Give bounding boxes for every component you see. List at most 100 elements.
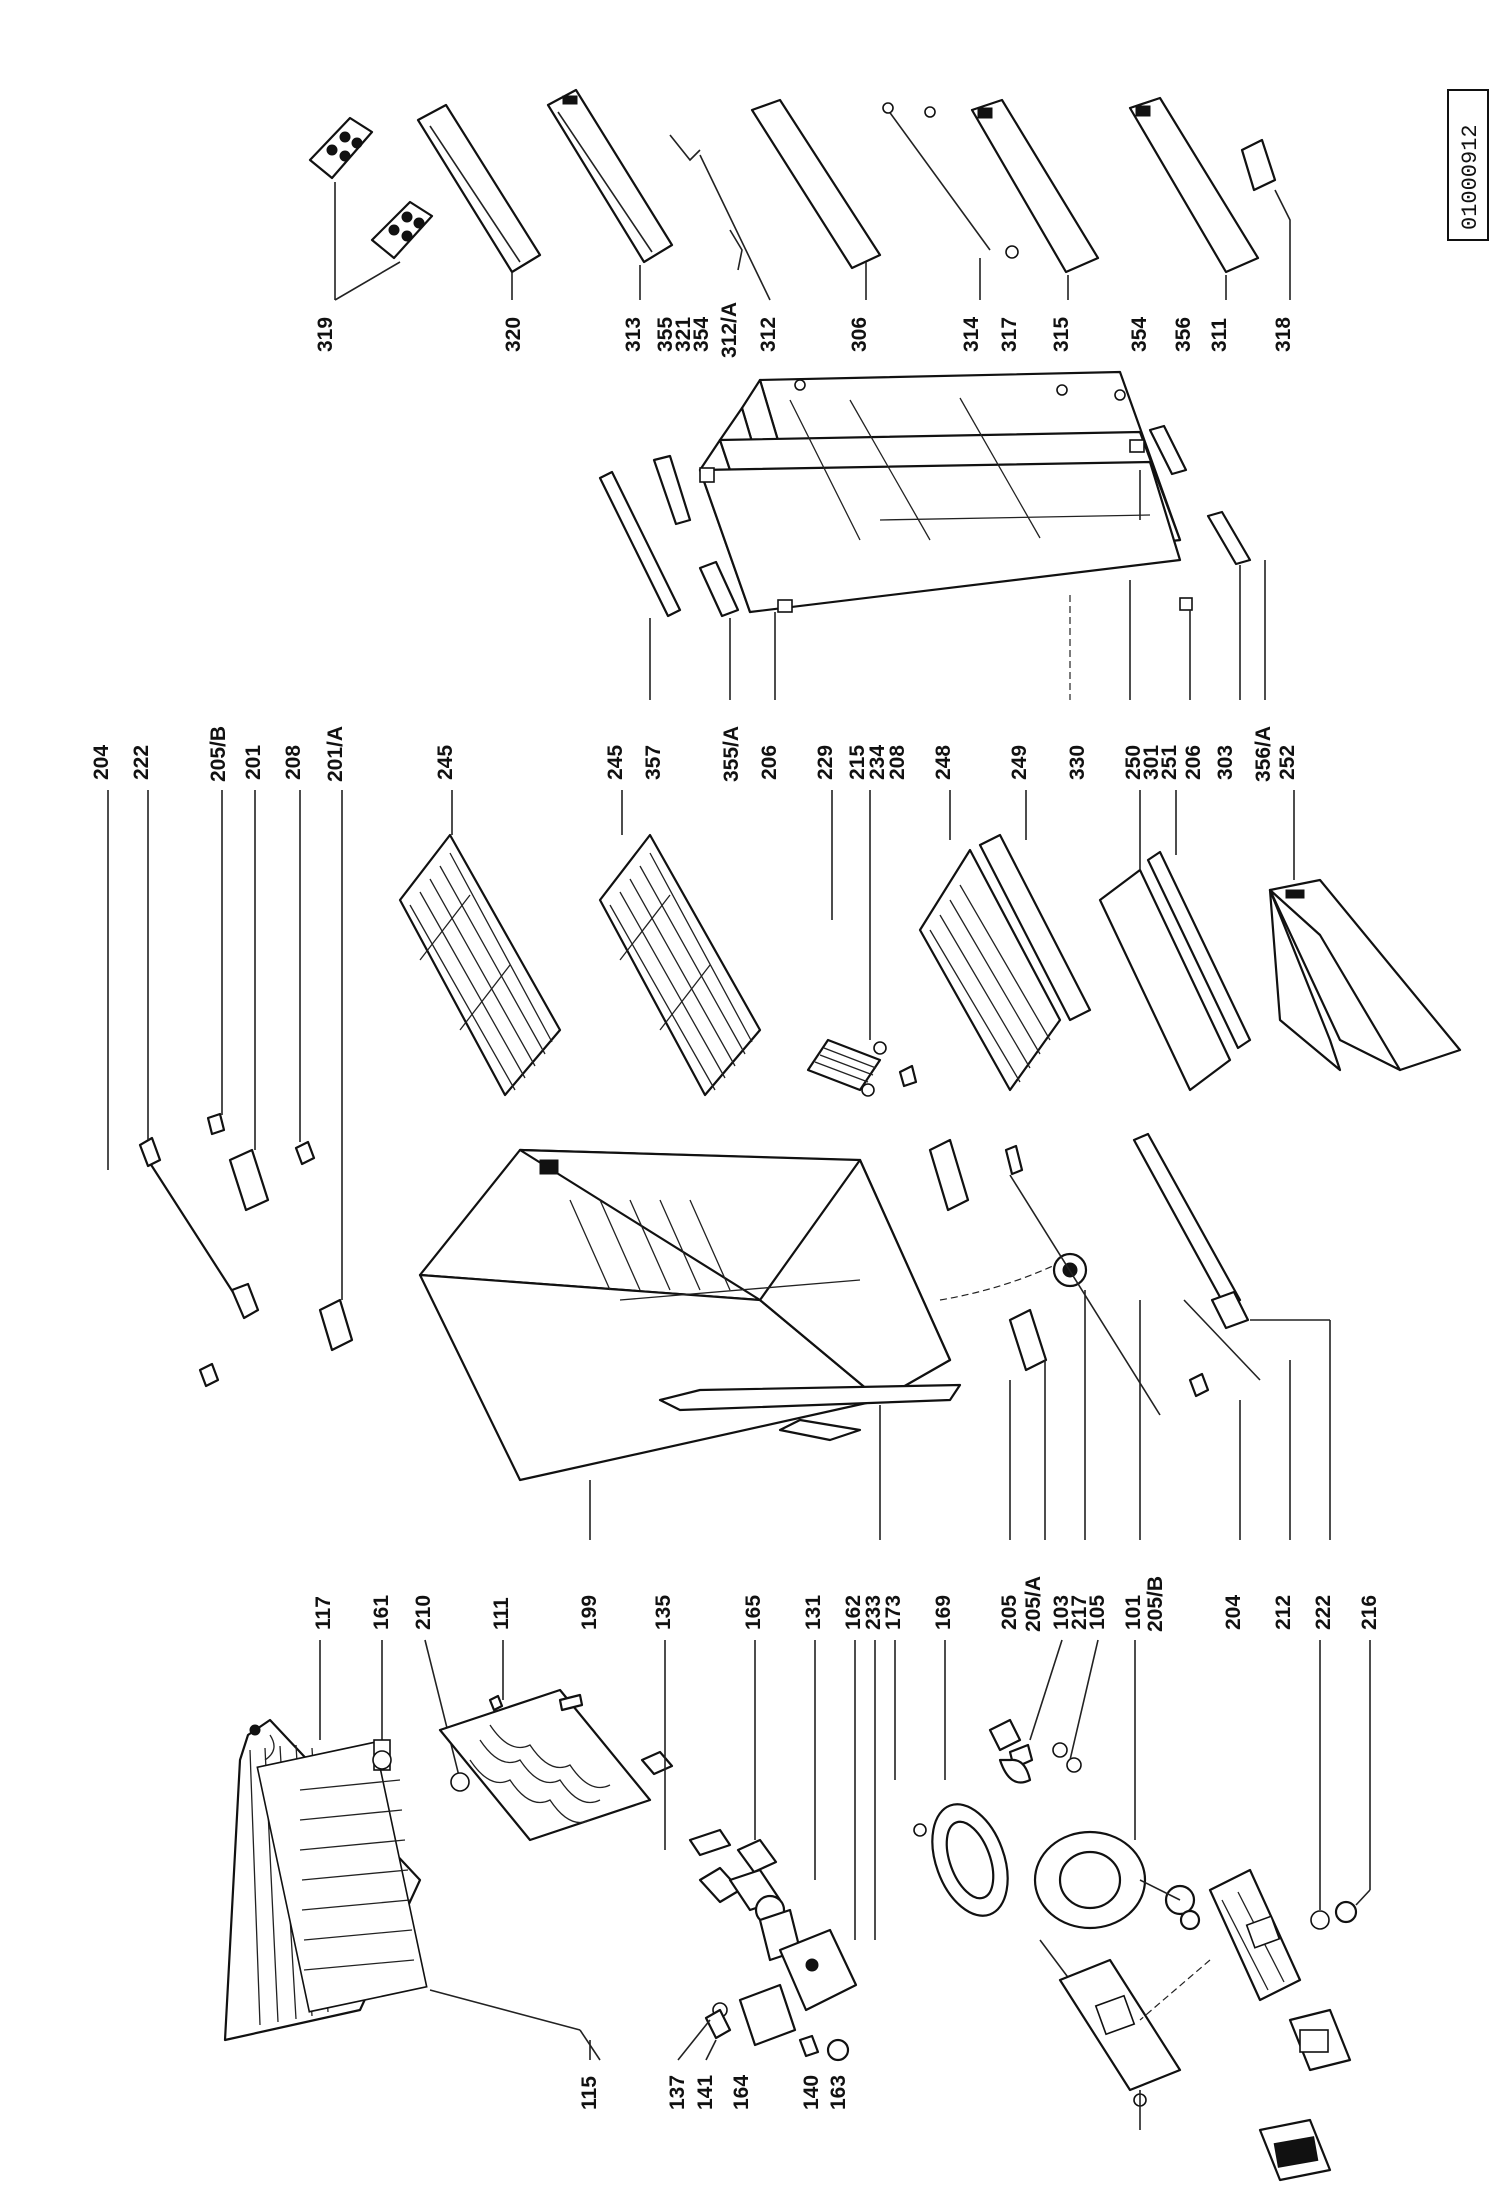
- label-355A: 355/A: [720, 726, 743, 782]
- label-204-top: 204: [90, 745, 113, 780]
- label-245-b: 245: [604, 745, 627, 780]
- label-312: 312: [757, 317, 780, 352]
- label-250: 250: [1122, 745, 1145, 780]
- compressor-101: [1033, 1640, 1201, 1981]
- label-169: 169: [932, 1595, 955, 1630]
- label-303: 303: [1214, 745, 1237, 780]
- label-101: 101: [1122, 1595, 1145, 1630]
- label-140: 140: [800, 2075, 823, 2110]
- defrost-tray-169-173: [894, 1640, 1009, 1917]
- mounting-kit-103-105: [988, 1639, 1099, 1784]
- label-354-top: 354: [690, 317, 713, 352]
- relay-box-135-165: [664, 1640, 782, 1912]
- label-216: 216: [1358, 1595, 1381, 1630]
- label-141: 141: [694, 2075, 717, 2110]
- wire-shelf-248: [918, 790, 1092, 1092]
- egg-tray-319: [308, 116, 434, 301]
- top-trim-222: [107, 790, 260, 1388]
- ventilation-grille: [1258, 2008, 1352, 2182]
- label-357: 357: [642, 745, 665, 780]
- top-row-labels: 319 320 313 355 321 354 312/A 312 306 31…: [314, 302, 1295, 358]
- label-217: 217: [1068, 1595, 1091, 1630]
- label-248: 248: [932, 745, 955, 780]
- bottom-left-labels: 115 137 141 164 140 163: [578, 2075, 850, 2110]
- label-215: 215: [846, 745, 869, 780]
- lower-row-labels: 117 161 210 111 199 135 165 131 162 233 …: [312, 1576, 1381, 1632]
- label-355: 355: [654, 317, 677, 352]
- label-354-right: 354: [1128, 317, 1151, 352]
- label-162: 162: [842, 1595, 865, 1630]
- rod-314: [882, 102, 1019, 300]
- label-245-a: 245: [434, 745, 457, 780]
- label-111: 111: [490, 1597, 513, 1630]
- label-330: 330: [1066, 745, 1089, 780]
- label-222-bottom: 222: [1312, 1595, 1335, 1630]
- hinge-201: [206, 790, 354, 1352]
- label-205B-bottom: 205/B: [1144, 1576, 1167, 1632]
- hinge-318: [1240, 138, 1291, 300]
- label-206-right: 206: [1182, 745, 1205, 780]
- middle-row-labels: 204 222 205/B 201 208 201/A 245 245 357 …: [90, 726, 1299, 782]
- label-131: 131: [802, 1595, 825, 1630]
- door-shelf-313: [546, 88, 674, 300]
- center-hardware: [898, 1064, 1331, 1540]
- label-115: 115: [578, 2076, 601, 2110]
- fan-bracket-204-212: [1139, 1640, 1330, 2021]
- evaporator-111: [438, 1640, 674, 1842]
- label-321: 321: [672, 317, 695, 352]
- door-assembly: [598, 370, 1266, 700]
- label-137: 137: [666, 2075, 689, 2110]
- label-208-mid: 208: [886, 745, 909, 780]
- label-252: 252: [1276, 745, 1299, 780]
- glass-shelf-250: [1098, 790, 1252, 1092]
- label-205B-top: 205/B: [207, 726, 230, 782]
- label-356A: 356/A: [1252, 726, 1275, 782]
- door-shelf-320: [416, 103, 542, 300]
- shelf-support-229: [806, 790, 887, 1097]
- label-314: 314: [960, 317, 983, 352]
- label-201A: 201/A: [324, 726, 347, 782]
- label-312A: 312/A: [718, 302, 741, 358]
- label-301: 301: [1140, 745, 1163, 780]
- label-234: 234: [866, 745, 889, 780]
- wire-shelf-245-b: [598, 790, 762, 1097]
- door-shelf-315: [970, 98, 1100, 300]
- label-233: 233: [862, 1595, 885, 1630]
- label-163: 163: [827, 2075, 850, 2110]
- label-320: 320: [502, 317, 525, 352]
- label-208-top: 208: [282, 745, 305, 780]
- label-161: 161: [370, 1595, 393, 1630]
- label-164: 164: [730, 2075, 753, 2110]
- label-201: 201: [242, 745, 265, 780]
- thermostat-161-210: [372, 1639, 470, 1792]
- condenser-117: [223, 1640, 601, 2061]
- label-315: 315: [1050, 317, 1073, 352]
- label-222-top: 222: [130, 745, 153, 780]
- door-shelf-311: [1128, 96, 1260, 300]
- clip-312: [669, 134, 771, 301]
- label-229: 229: [814, 745, 837, 780]
- document-number: 01000912: [1458, 124, 1483, 230]
- label-204-bottom: 204: [1222, 1595, 1245, 1630]
- compressor-plate: [1058, 1958, 1182, 2130]
- label-317: 317: [998, 317, 1021, 352]
- label-319: 319: [314, 317, 337, 352]
- leader-216: [1334, 1640, 1371, 1924]
- capacitor-131: [754, 1640, 816, 1962]
- crisper-drawer-252: [1268, 790, 1462, 1072]
- label-318: 318: [1272, 317, 1295, 352]
- document-number-box: 01000912: [1447, 89, 1489, 241]
- label-103: 103: [1050, 1595, 1073, 1630]
- label-251: 251: [1158, 745, 1181, 780]
- label-165: 165: [742, 1595, 765, 1630]
- label-105: 105: [1086, 1595, 1109, 1630]
- label-205A: 205/A: [1022, 1576, 1045, 1632]
- wire-shelf-245-a: [398, 790, 562, 1097]
- label-206-mid: 206: [758, 745, 781, 780]
- label-212: 212: [1272, 1595, 1295, 1630]
- label-249: 249: [1008, 745, 1031, 780]
- label-173: 173: [882, 1595, 905, 1630]
- label-311: 311: [1208, 318, 1231, 352]
- label-356: 356: [1172, 317, 1195, 352]
- label-210: 210: [412, 1595, 435, 1630]
